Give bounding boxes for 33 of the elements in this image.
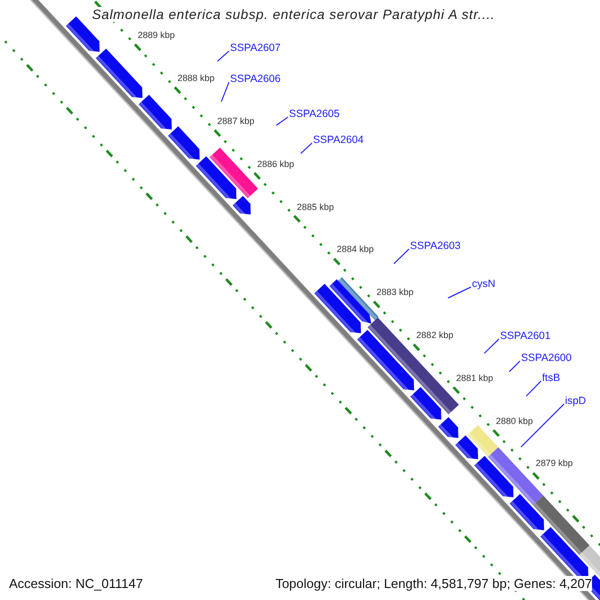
gene-label: SSPA2601 — [500, 330, 551, 342]
tick-label: 2879 kbp — [536, 458, 573, 470]
gene-label: SSPA2605 — [289, 108, 340, 120]
leader-line — [300, 142, 312, 154]
gene-label: SSPA2606 — [230, 73, 281, 85]
gene-label: SSPA2600 — [521, 352, 572, 364]
tick-label: 2885 kbp — [296, 202, 334, 212]
leader-line — [526, 380, 542, 397]
leader-line — [448, 286, 472, 298]
genome-stats-text: Topology: circular; Length: 4,581,797 bp; Genes: 4,207 — [275, 576, 592, 591]
gene-label: SSPA2604 — [313, 134, 364, 146]
tick-label: 2880 kbp — [496, 416, 533, 426]
leader-line — [220, 82, 230, 102]
gene-label: ispD — [565, 395, 586, 407]
leader-line — [484, 338, 500, 354]
gene-label: cysN — [472, 278, 496, 290]
gene-label: SSPA2603 — [410, 240, 461, 252]
tick-label: 2883 kbp — [376, 287, 414, 298]
leader-line — [217, 50, 230, 62]
gene-label: SSPA2607 — [230, 42, 281, 54]
leader-line — [393, 248, 410, 264]
tick-label: 2887 kbp — [217, 116, 254, 127]
leader-line — [520, 404, 564, 448]
gene-label: ftsB — [542, 372, 560, 384]
accession-text: Accession: NC_011147 — [9, 576, 143, 591]
tick-label: 2888 kbp — [178, 73, 215, 84]
leader-line — [508, 360, 520, 372]
leader-line — [276, 116, 288, 126]
tick-label: 2886 kbp — [257, 158, 294, 170]
tick-label: 2889 kbp — [138, 30, 175, 42]
tick-label: 2882 kbp — [416, 330, 454, 341]
tick-label: 2884 kbp — [336, 244, 374, 256]
tick-label: 2881 kbp — [456, 372, 494, 384]
